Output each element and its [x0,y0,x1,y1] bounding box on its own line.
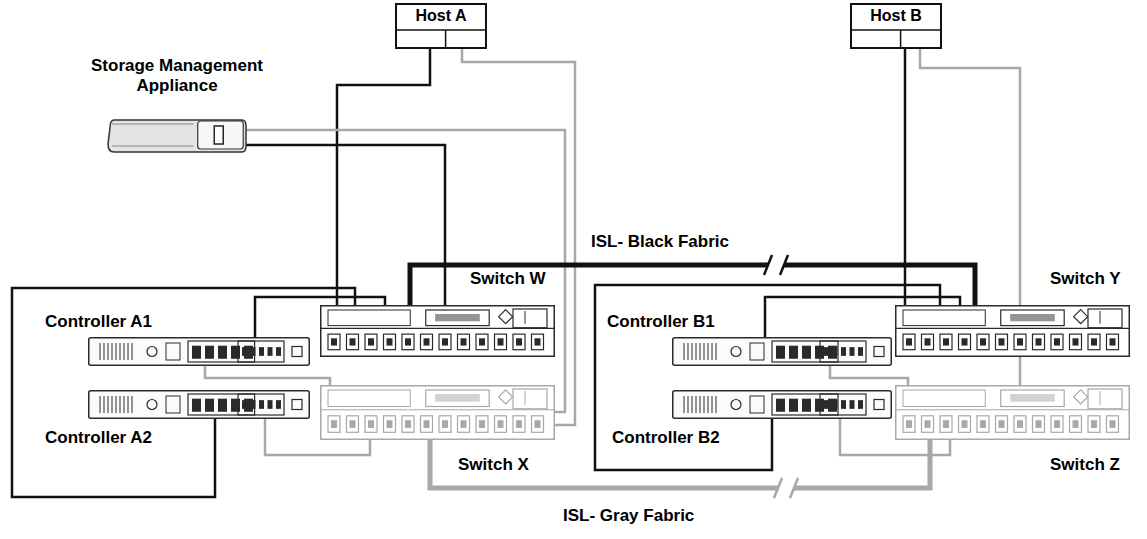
fc-switch: Switch Z [895,385,1130,440]
device-label: Switch Z [1050,455,1120,475]
device-label: Storage Management Appliance [72,56,282,96]
fibre-cable [830,366,908,385]
device-label: Controller B1 [607,312,715,332]
isl-link [430,440,930,488]
device-label: Switch W [470,269,546,289]
gray-isl-break [774,478,798,498]
fc-switch: Switch Y [895,305,1130,357]
storage-controller: Controller B2 [672,390,892,419]
device-label: Switch Y [1050,269,1121,289]
host-name: Host A [395,7,487,25]
fibre-cable [246,145,445,305]
controller-illustration [88,337,310,366]
device-label: Controller A2 [45,428,152,448]
fc-switch: Switch W [320,305,555,357]
switch-illustration [320,385,555,440]
fibre-cable [246,130,565,412]
storage-controller: Controller A1 [88,337,310,366]
host-name: Host B [850,7,942,25]
switch-illustration [895,305,1130,357]
fc-switch: Switch X [320,385,555,440]
fibre-cable [12,288,355,497]
controller-illustration [672,337,892,366]
host-box: Host B [850,3,942,49]
link-label: ISL- Black Fabric [588,232,732,252]
host-box: Host A [395,3,487,49]
controller-illustration [672,390,892,419]
management-appliance: Storage Management Appliance [108,118,246,152]
controller-illustration [88,390,310,419]
storage-controller: Controller B1 [672,337,892,366]
isl-link [410,265,975,305]
fibre-cable [595,285,940,470]
appliance-illustration [108,118,246,152]
device-label: Switch X [458,455,529,475]
switch-illustration [320,305,555,357]
fibre-cable [205,366,330,385]
link-label: ISL- Gray Fabric [560,506,697,526]
fibre-cable [462,49,575,425]
storage-controller: Controller A2 [88,390,310,419]
device-label: Controller B2 [612,428,720,448]
switch-illustration [895,385,1130,440]
black-isl-break [764,255,788,275]
device-label: Controller A1 [45,312,152,332]
